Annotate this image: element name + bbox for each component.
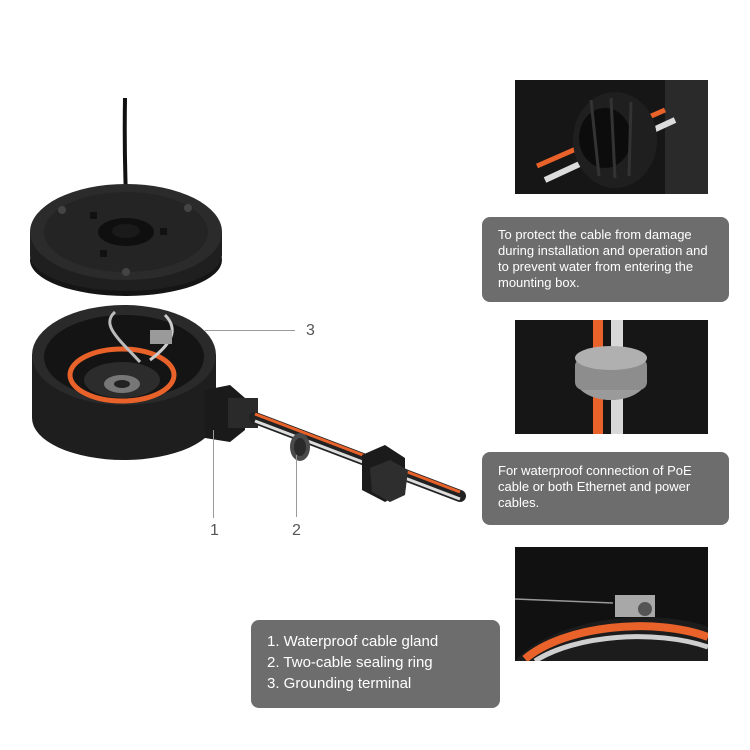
marker-3-leader <box>205 330 295 331</box>
marker-2-leader <box>296 455 297 517</box>
marker-1: 1 <box>210 522 219 539</box>
grounding-terminal-photo <box>515 547 708 661</box>
junction-box-image <box>30 97 466 502</box>
ring-callout: For waterproof connection of PoE cable o… <box>482 452 729 525</box>
legend-item-3: 3. Grounding terminal <box>267 675 412 692</box>
legend-item-2: 2. Two-cable sealing ring <box>267 654 433 671</box>
sealing-ring-photo <box>515 320 708 434</box>
legend: 1. Waterproof cable gland 2. Two-cable s… <box>251 620 500 708</box>
gland-callout: To protect the cable from damage during … <box>482 217 729 302</box>
marker-2: 2 <box>292 522 301 539</box>
legend-item-1: 1. Waterproof cable gland <box>267 633 439 650</box>
marker-1-leader <box>213 430 214 518</box>
marker-3: 3 <box>306 322 315 339</box>
cable-gland-photo <box>515 80 708 194</box>
